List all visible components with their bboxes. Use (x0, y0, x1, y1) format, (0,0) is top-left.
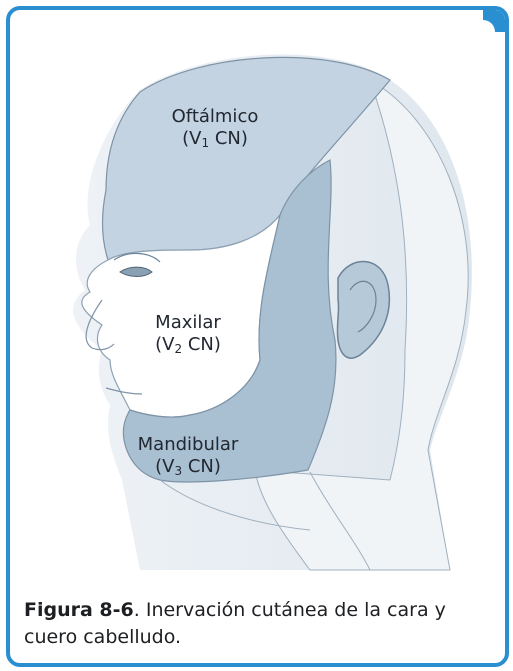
head-illustration (10, 10, 505, 575)
figure-caption: Figura 8-6. Inervación cutánea de la car… (24, 597, 494, 651)
maxillary-name: Maxilar (128, 312, 248, 334)
mandibular-label: Mandibular (V3 CN) (118, 434, 258, 478)
mandibular-nerve: (V3 CN) (118, 456, 258, 478)
ophthalmic-nerve: (V1 CN) (150, 128, 280, 150)
mandibular-name: Mandibular (118, 434, 258, 456)
maxillary-nerve: (V2 CN) (128, 334, 248, 356)
ophthalmic-label: Oftálmico (V1 CN) (150, 106, 280, 150)
maxillary-label: Maxilar (V2 CN) (128, 312, 248, 356)
ophthalmic-name: Oftálmico (150, 106, 280, 128)
figure-number: Figura 8-6 (24, 599, 134, 621)
figure-frame: Oftálmico (V1 CN) Maxilar (V2 CN) Mandib… (6, 6, 509, 667)
